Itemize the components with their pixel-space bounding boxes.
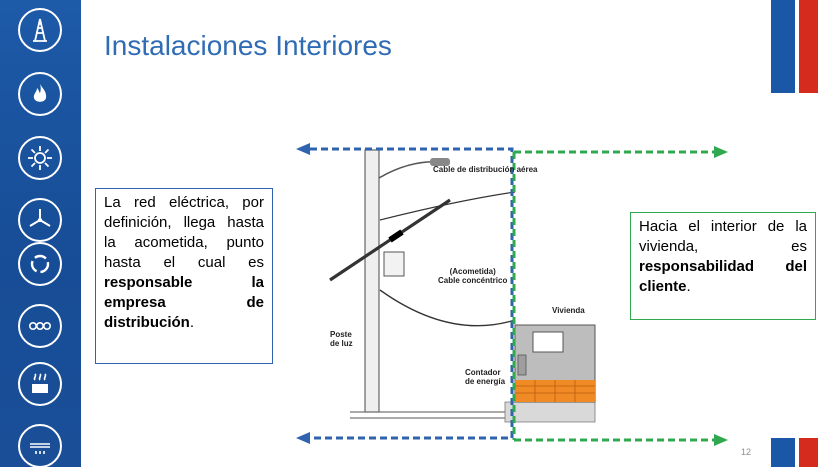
label-poste: Poste de luz	[330, 330, 353, 348]
recycle-icon	[18, 242, 62, 286]
sidebar	[0, 0, 81, 468]
sun-icon	[18, 136, 62, 180]
label-aerial-cable: Cable de distribución aérea	[433, 165, 538, 174]
left-text-end: .	[189, 314, 195, 331]
label-poste-line2: de luz	[330, 339, 353, 348]
client-responsibility-textbox: Hacia el interior de la vivienda, es res…	[630, 212, 816, 320]
chile-flag-bottom	[771, 438, 818, 467]
label-acometida-line1: (Acometida)	[449, 267, 496, 276]
page-number: 12	[741, 447, 752, 457]
waves-icon	[18, 304, 62, 348]
electric-line-icon	[18, 424, 62, 468]
page-title: Instalaciones Interiores	[104, 30, 392, 61]
label-acometida-line2: Cable concéntrico	[438, 276, 508, 285]
label-contador: Contador de energía	[465, 368, 505, 386]
distribution-company-textbox: La red eléctrica, por definición, llega …	[95, 188, 273, 364]
heat-icon	[18, 362, 62, 406]
flame-icon	[18, 72, 62, 116]
label-vivienda: Vivienda	[552, 306, 585, 315]
wind-turbine-icon	[18, 198, 62, 242]
chile-flag-top	[771, 0, 818, 93]
label-poste-line1: Poste	[330, 330, 352, 339]
label-contador-line1: Contador	[465, 368, 501, 377]
electric-installation-diagram: Cable de distribución aérea (Acometida) …	[290, 140, 730, 450]
utility-pole	[364, 149, 380, 413]
label-contador-line2: de energía	[465, 377, 506, 386]
left-text: La red eléctrica, por definición, llega …	[104, 194, 264, 271]
right-text-bold: responsabilidad del cliente	[639, 258, 807, 295]
right-text-end: .	[686, 278, 691, 295]
left-text-bold: responsable la empresa de distribución	[104, 274, 264, 331]
label-acometida: (Acometida) Cable concéntrico	[438, 267, 507, 285]
oil-rig-icon	[18, 8, 62, 52]
right-text: Hacia el interior de la vivienda, es	[639, 218, 807, 255]
